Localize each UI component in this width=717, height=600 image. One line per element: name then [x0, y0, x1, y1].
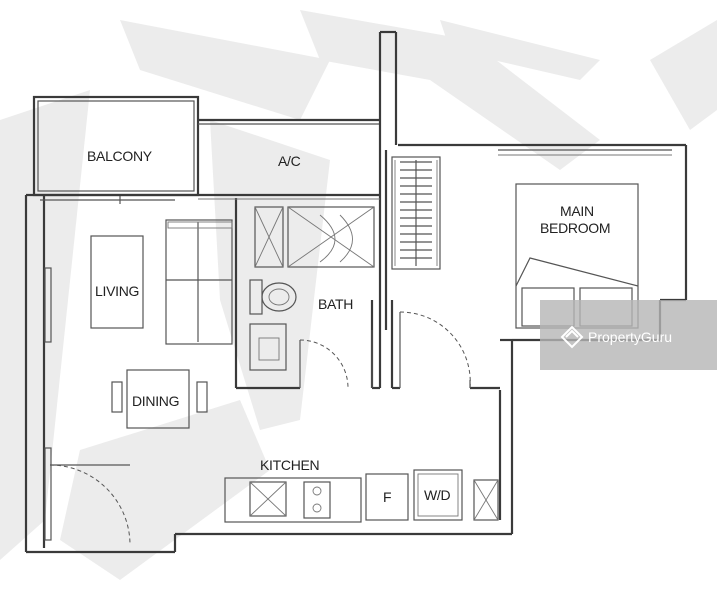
background-watermark [0, 10, 717, 580]
balcony-label: BALCONY [87, 148, 153, 164]
db-box [473, 479, 499, 521]
propertyguru-logo-icon [560, 325, 584, 349]
toilet [249, 279, 297, 315]
kitchen-label: KITCHEN [260, 457, 319, 473]
main-bedroom-label-line1: MAIN [560, 203, 594, 219]
washer-dryer [413, 469, 463, 521]
balcony-door [40, 196, 175, 204]
sofa [165, 219, 233, 345]
fridge [365, 473, 409, 521]
dining-label: DINING [132, 393, 179, 409]
propertyguru-brand: PropertyGuru [588, 329, 672, 345]
dining-table [111, 369, 208, 429]
washer-dryer-label: W/D [424, 487, 451, 503]
bath-door [299, 330, 373, 389]
kitchen-counter [224, 477, 362, 523]
louvre-window [391, 156, 441, 270]
bedroom-door [399, 311, 471, 389]
entrance-door [49, 464, 131, 546]
bath-label: BATH [318, 296, 353, 312]
outer-walls [24, 30, 688, 554]
living-label: LIVING [95, 283, 139, 299]
fridge-label: F [383, 489, 391, 505]
windows [44, 198, 380, 541]
tv-console [90, 235, 144, 329]
main-bedroom-label-line2: BEDROOM [540, 220, 610, 236]
propertyguru-watermark: PropertyGuru [540, 300, 717, 370]
ac-ledge-label: A/C [278, 153, 301, 169]
shower [254, 206, 375, 268]
basin [249, 323, 287, 371]
